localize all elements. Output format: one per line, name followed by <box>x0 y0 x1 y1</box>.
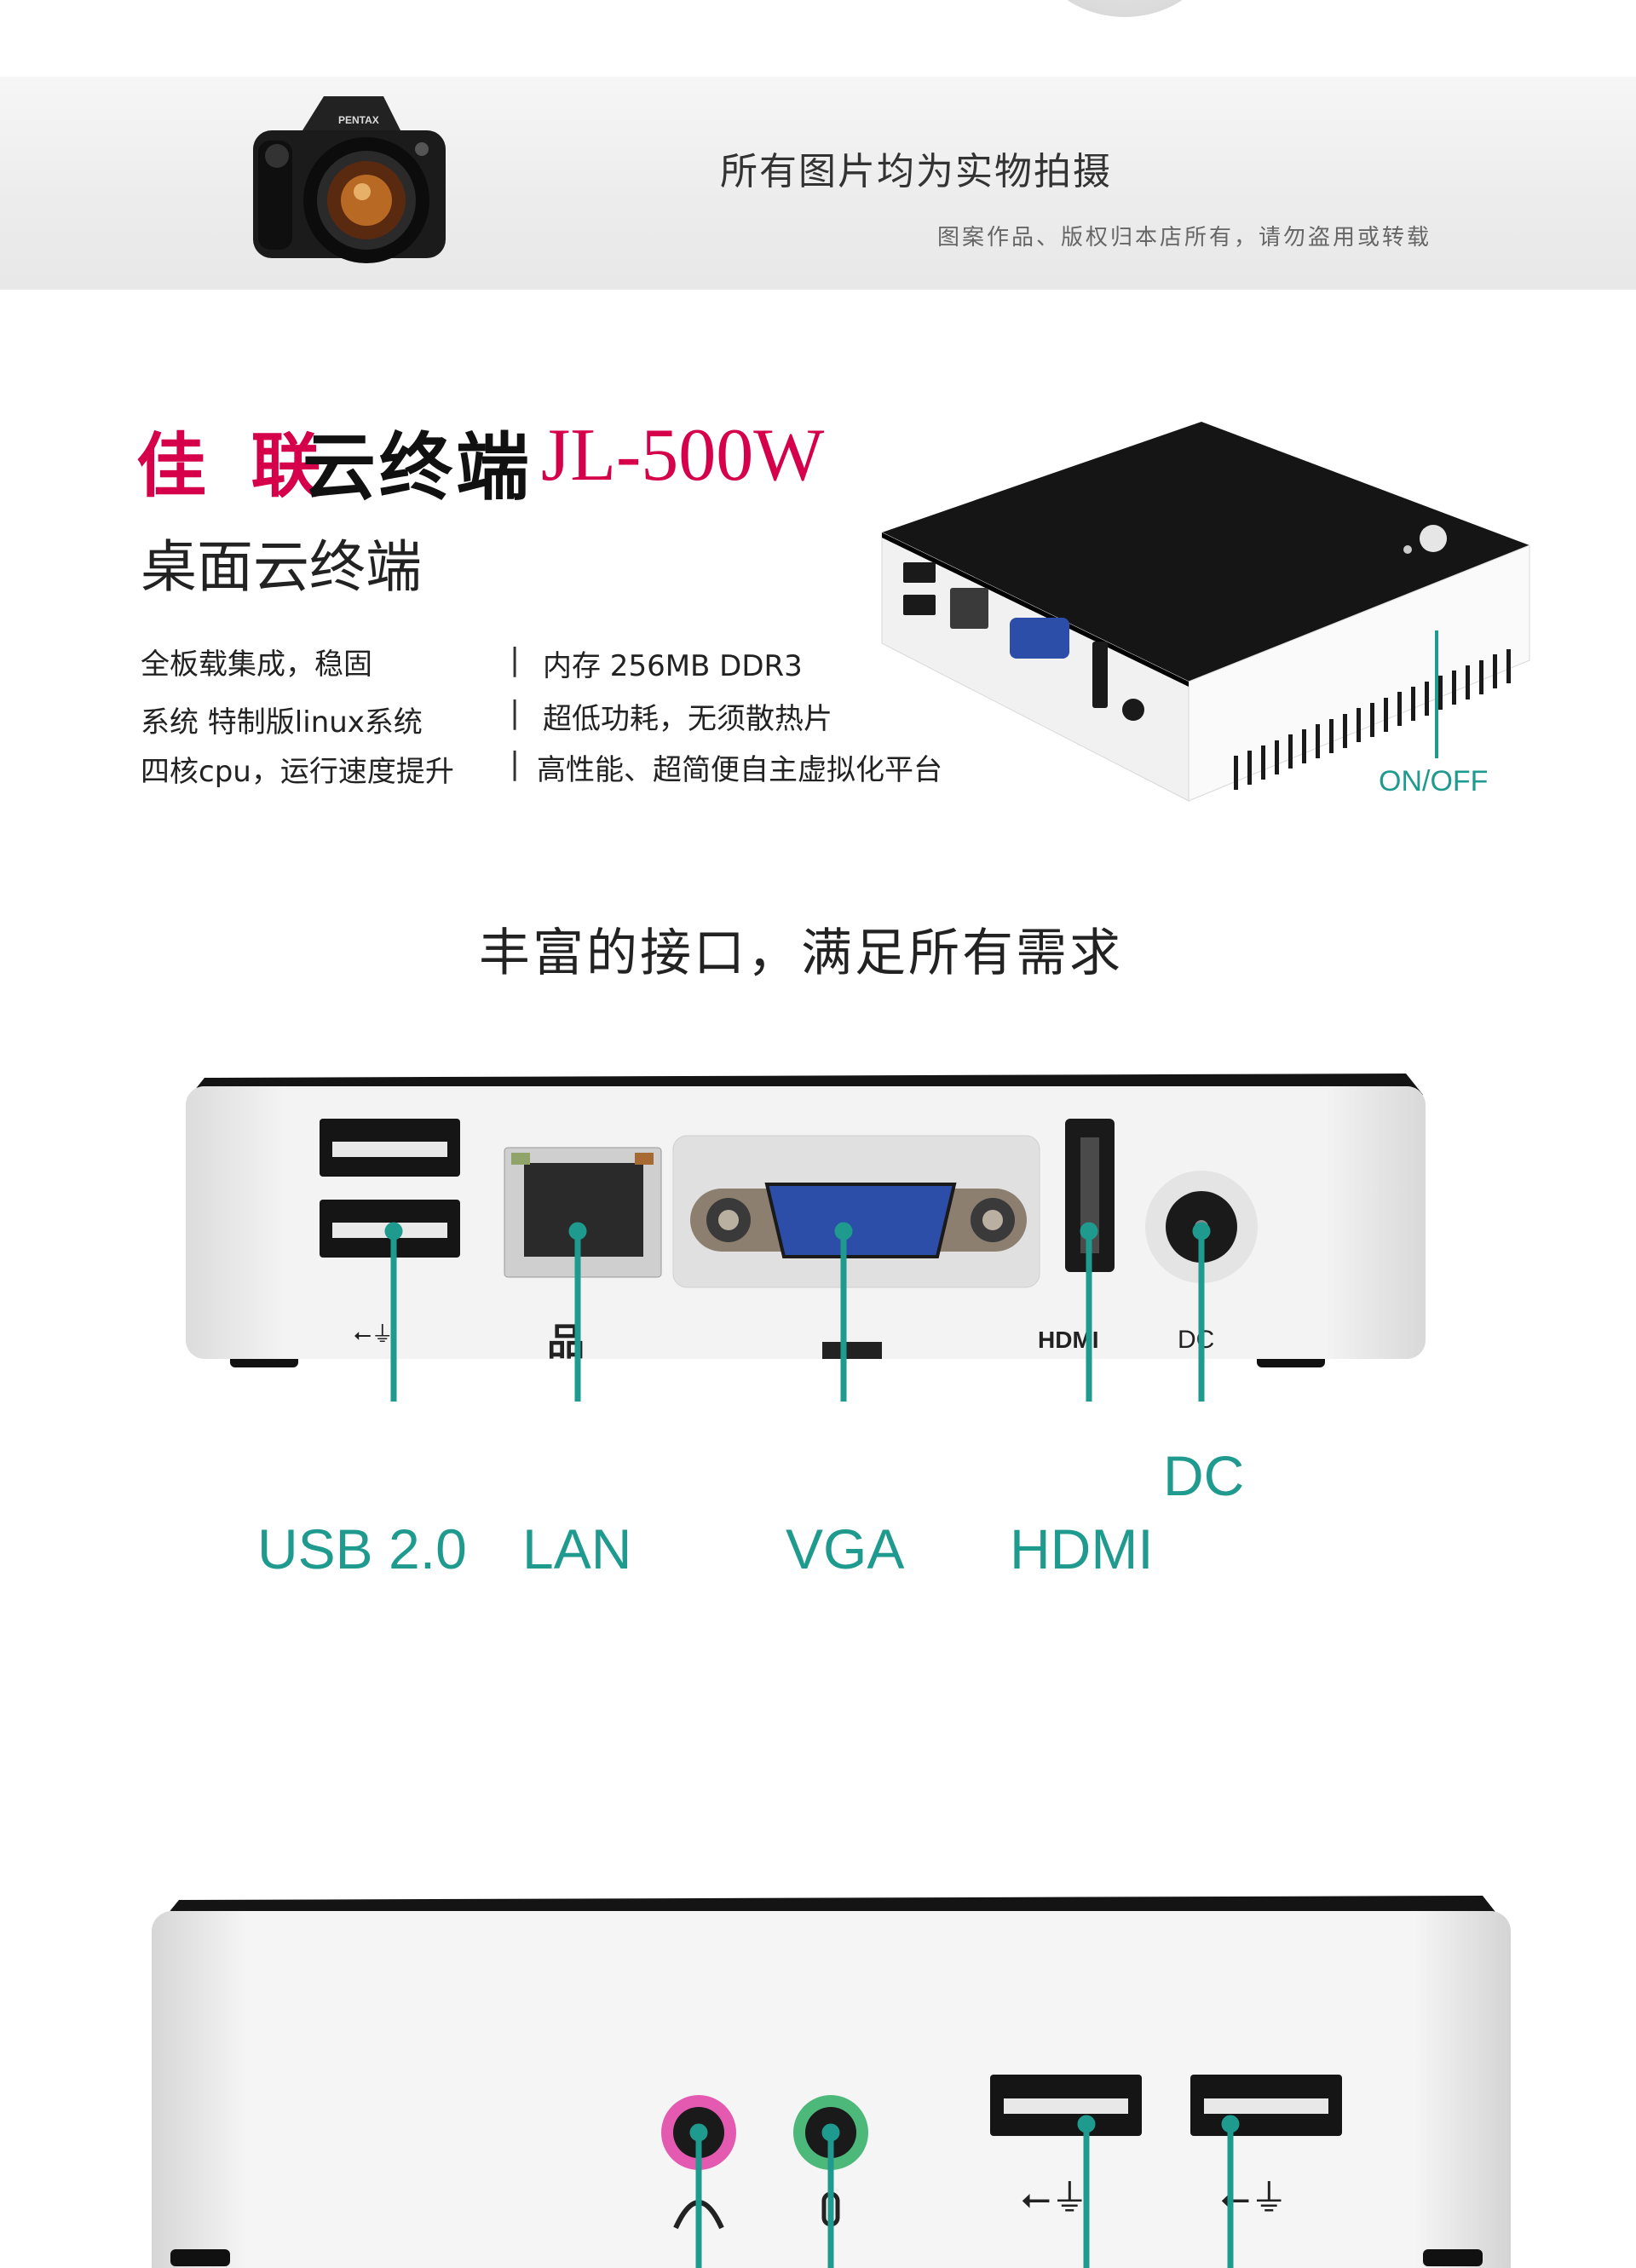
hdmi-label: HDMI <box>1010 1517 1154 1580</box>
brand-name: 佳 联 <box>136 425 331 507</box>
feature-left-1: 全板载集成，稳固 <box>141 648 372 682</box>
product-photo-isometric <box>881 422 1530 802</box>
feature-left-2: 系统 特制版linux系统 <box>141 705 423 740</box>
svg-text:⭠⏚: ⭠⏚ <box>354 1322 394 1348</box>
interfaces-heading: 丰富的接口，满足所有需求 <box>479 924 1123 983</box>
feature-separator: | <box>510 642 521 677</box>
product-type: 云终端 <box>302 425 533 510</box>
dc-panel-mark: DC <box>1178 1326 1214 1354</box>
top-decor-arc <box>1031 0 1218 17</box>
banner-copyright-notice: 图案作品、版权归本店所有，请勿盗用或转载 <box>937 225 1432 250</box>
feature-separator: | <box>510 746 521 781</box>
feature-right-2: 超低功耗，无须散热片 <box>543 702 832 736</box>
feature-left-3: 四核cpu，运行速度提升 <box>141 755 454 789</box>
vga-label: VGA <box>786 1517 905 1580</box>
power-button-label: ON/OFF <box>1379 765 1489 797</box>
feature-right-3: 高性能、超简便自主虚拟化平台 <box>537 753 942 787</box>
feature-separator: | <box>510 695 521 730</box>
camera-badge-text: PENTAX <box>338 114 379 126</box>
dc-label: DC <box>1163 1444 1245 1507</box>
camera-icon: PENTAX <box>253 96 446 263</box>
lan-label: LAN <box>522 1517 632 1580</box>
front-panel-illustration: ⭠⏚ ⭠⏚ <box>152 1896 1511 2268</box>
rear-panel-illustration: ⭠⏚ 品 HDMI DC <box>186 1074 1426 1402</box>
svg-text:⭠⏚: ⭠⏚ <box>1021 2177 1088 2220</box>
product-subtitle: 桌面云终端 <box>141 534 422 600</box>
usb-label: USB 2.0 <box>257 1517 467 1580</box>
feature-right-1: 内存 256MB DDR3 <box>543 649 803 683</box>
banner-title: 所有图片均为实物拍摄 <box>720 150 1112 193</box>
model-number: JL-500W <box>541 414 825 497</box>
